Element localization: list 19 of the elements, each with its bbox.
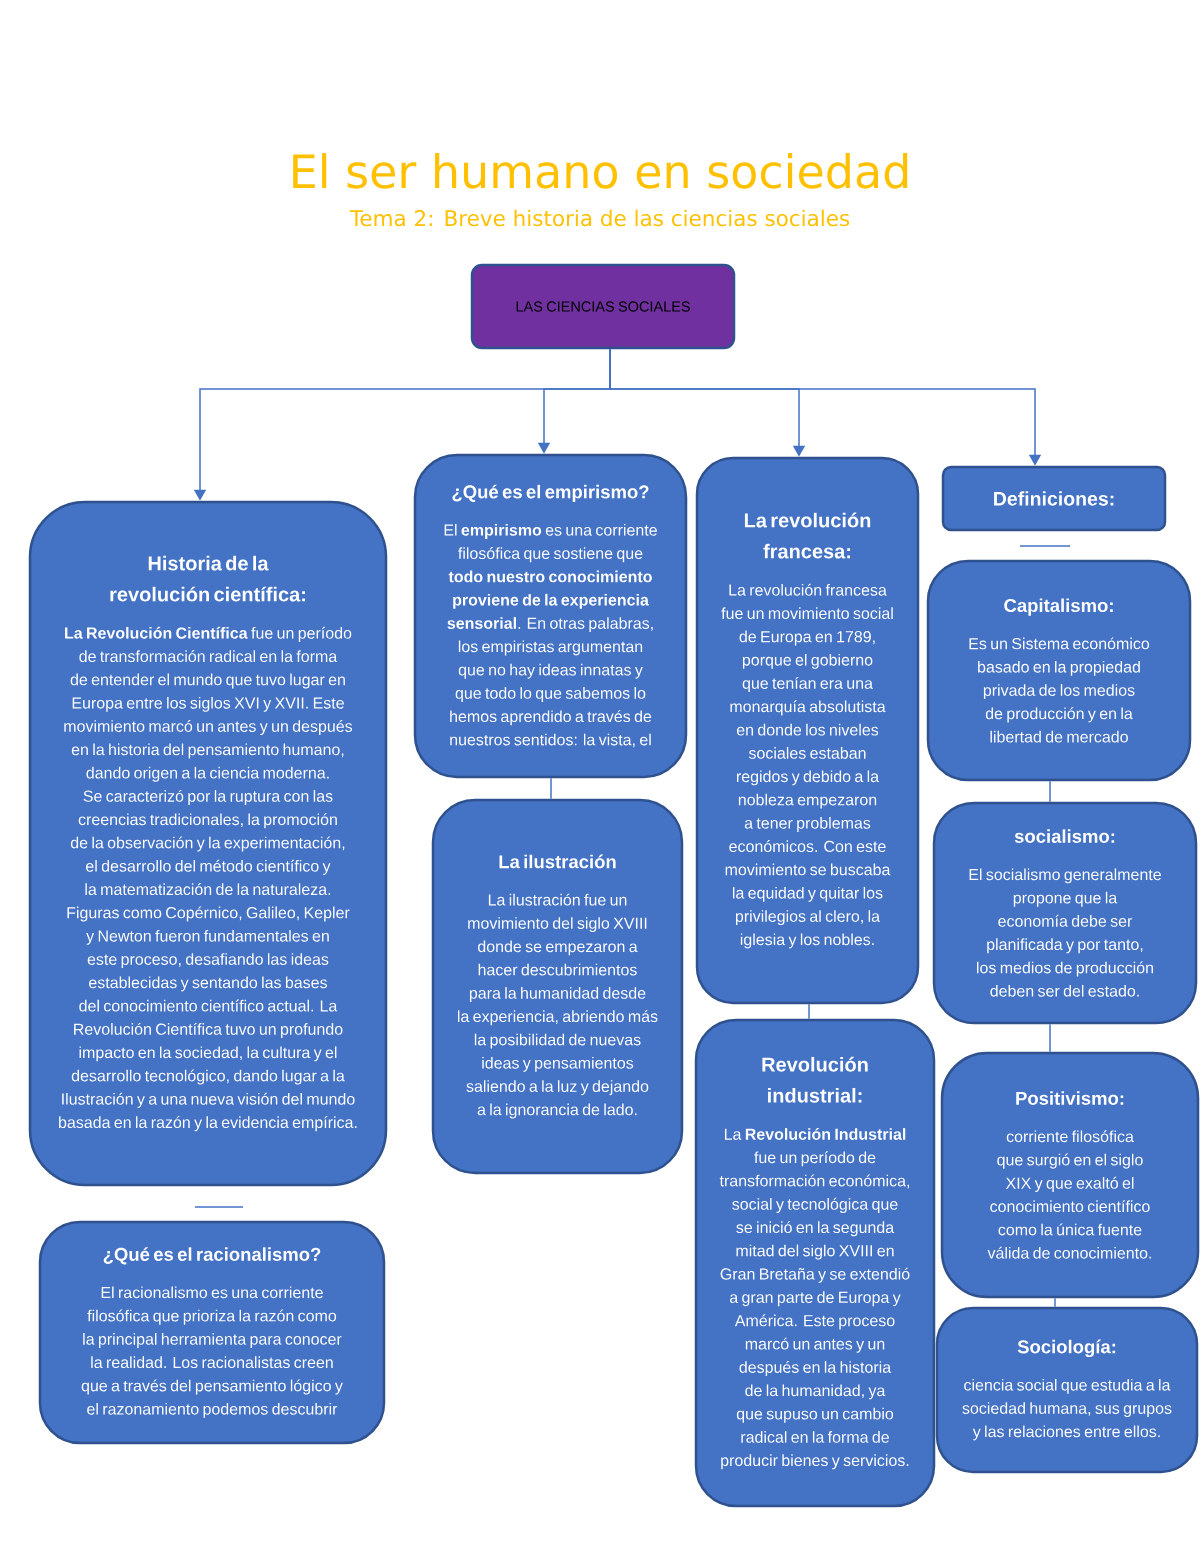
subtitle: Tema 2: Breve historia de las ciencias sociales bbox=[349, 209, 850, 227]
connector-line bbox=[1049, 1023, 1051, 1053]
concept-box: Revolución industrial: La Revolución Industrial fue un período de transformación económica, social y tecnológica que se inició en la segunda mitad del siglo XVIII en Gran Bretaña y se extendió a gran parte de Europa y América. Este proceso marcó un antes y un después en la historia de la humanidad, ya que supuso un cambio radical en la forma de producir bienes y servicios. bbox=[694, 1018, 936, 1508]
title: El ser humano en sociedad bbox=[293, 153, 908, 189]
concept-box: Historia de la revolución científica: La Revolución Científica fue un período de transformación radical en la forma de entender el mundo que tuvo lugar en Europa entre los siglos XVI y XVII. Este movimiento marcó un antes y un después en la historia del pensamiento humano, dando origen a la ciencia moderna. Se caracterizó por la ruptura con las creencias tradicionales, la promoción de la observación y la experimentación, el desarrollo del método científico y la matematización de la naturaleza. Figuras como Copérnico, Galileo, Kepler y Newton fueron fundamentales en este proceso, desafiando las ideas establecidas y sentando las bases del conocimiento científico actual. La Revolución Científica tuvo un profundo impacto en la sociedad, la cultura y el desarrollo tecnológico, dando lugar a la Ilustración y a una nueva visión del mundo basada en la razón y la evidencia empírica. bbox=[28, 500, 388, 1187]
connector-line bbox=[550, 777, 552, 800]
concept-box: socialismo: El socialismo generalmente propone que la economía debe ser planificada y por tanto, los medios de producción deben ser del estado. bbox=[932, 801, 1198, 1025]
concept-box: ¿Qué es el empirismo? El empirismo es una corriente filosófica que sostiene que todo nuestro conocimiento proviene de la experiencia sensorial. En otras palabras, los empiristas argumentan que no hay ideas innatas y que todo lo que sabemos lo hemos aprendido a través de nuestros sentidos: la vista, el bbox=[413, 453, 688, 779]
connector-line bbox=[808, 1003, 810, 1020]
concept-box: La revolución francesa: La revolución francesa fue un movimiento social de Europa en 1789, porque el gobierno que tenían era una monarquía absolutista en donde los niveles sociales estaban regidos y debido a la nobleza empezaron a tener problemas económicos. Con este movimiento se buscaba la equidad y quitar los privilegios al clero, la iglesia y los nobles. bbox=[695, 456, 920, 1005]
topic-box: LAS CIENCIAS SOCIALES bbox=[470, 263, 736, 350]
connector-line bbox=[1054, 1297, 1056, 1308]
concept-box: La ilustración La ilustración fue un movimiento del siglo XVIII donde se empezaron a hacer descubrimientos para la humanidad desde la experiencia, abriendo más la posibilidad de nuevas ideas y pensamientos saliendo a la luz y dejando a la ignorancia de lado. bbox=[431, 798, 684, 1175]
header-box: Definiciones: bbox=[941, 465, 1167, 532]
concept-box: ¿Qué es el racionalismo? El racionalismo es una corriente filosófica que prioriza la razón como la principal herramienta para conocer la realidad. Los racionalistas creen que a través del pensamiento lógico y el razonamiento podemos descubrir bbox=[38, 1220, 386, 1445]
concept-box: Capitalismo: Es un Sistema económico basado en la propiedad privada de los medios de producción y en la libertad de mercado bbox=[926, 559, 1192, 782]
concept-box: Sociología: ciencia social que estudia a la sociedad humana, sus grupos y las relaciones entre ellos. bbox=[935, 1306, 1199, 1474]
connector-line bbox=[1049, 780, 1051, 803]
concept-box: Positivismo: corriente filosófica que surgió en el siglo XIX y que exaltó el conocimiento científico como la única fuente válida de conocimiento. bbox=[940, 1051, 1200, 1299]
